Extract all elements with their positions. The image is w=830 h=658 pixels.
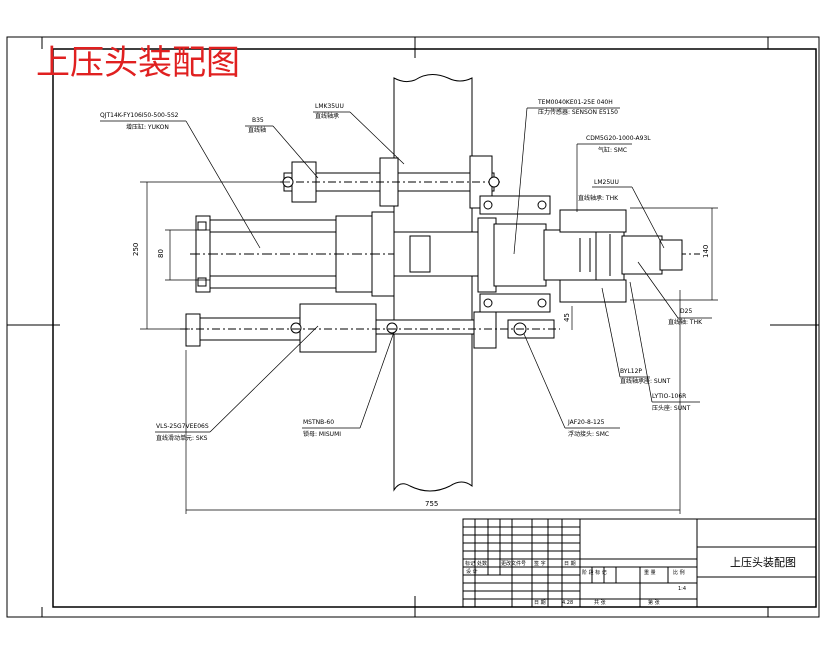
label-linear-bushing-model: BYL12P	[620, 368, 642, 375]
label-cyl-main-desc: 增压缸: YUKON	[126, 123, 169, 131]
title-block-drawing-title: 上压头装配图	[730, 556, 796, 569]
centering-marks	[7, 37, 819, 617]
annotation-labels: QJT14K-FY106I50-500-5S2 增压缸: YUKON B35 直…	[100, 99, 703, 442]
label-bearing-model: LMK35UU	[315, 103, 344, 110]
label-shaft-small-model: D25	[680, 308, 692, 315]
tb-row-label-4: 签 字	[534, 560, 546, 567]
label-rail-model: B35	[252, 117, 264, 124]
label-sensor-desc: 压力传感器: SENSON E5150	[538, 108, 618, 116]
sensor-flange	[479, 195, 627, 313]
outer-border	[6, 36, 820, 618]
label-nut-desc: 锁母: MISUMI	[303, 430, 341, 438]
label-guide-cyl-model: CDM5G20-1000-A93L	[586, 135, 651, 142]
tb-row-label-1: 标记	[465, 560, 475, 567]
dim-80: 80	[157, 249, 165, 258]
tb-date: 日 期	[534, 600, 546, 606]
tb-scale: 1:4	[678, 586, 686, 592]
top-guide-rod	[280, 155, 500, 209]
label-slide-model: VLS-25G7VEE06S	[156, 423, 209, 430]
tb-stage-1: 阶 段 标 记	[582, 569, 607, 576]
label-slide-desc: 直线滑动单元: SKS	[156, 434, 208, 442]
drawing-title: 上压头装配图	[36, 43, 240, 83]
tb-stage-3: 比 例	[673, 569, 685, 576]
dim-250: 250	[132, 243, 140, 256]
inner-border	[52, 48, 817, 608]
label-joint-desc: 浮动接头: SMC	[568, 430, 609, 438]
label-linear-bushing-desc: 直线轴承座: SUNT	[620, 377, 671, 385]
tb-design: 设 计	[466, 568, 478, 575]
label-clamp-model: LYTIO-106R	[652, 393, 686, 400]
label-bearing-desc: 直线轴承	[315, 112, 339, 120]
label-clamp-desc: 压头座: SUNT	[652, 404, 691, 412]
tb-date-val: 4.28	[562, 600, 573, 606]
dimension-lines	[140, 181, 718, 514]
lower-slide-unit	[180, 303, 560, 353]
label-sensor-model: TEM0040KE01-25E 040H	[537, 99, 613, 106]
leader-lines	[100, 107, 712, 433]
label-lm-bushing-model: LM25UU	[594, 179, 619, 186]
label-joint-model: JAF20-8-125	[567, 419, 605, 426]
label-nut-model: MSTNB-60	[303, 419, 334, 426]
label-cyl-main-model: QJT14K-FY106I50-500-5S2	[100, 112, 179, 119]
title-block: 上压头装配图 标记 处数 更改文件号 签 字 日 期 设 计 阶 段 标 记 重…	[462, 518, 817, 608]
tb-row-label-3: 更改文件号	[501, 560, 526, 567]
label-lm-bushing-desc: 直线轴承: THK	[578, 194, 619, 202]
dim-140: 140	[702, 245, 710, 258]
main-cylinder	[190, 211, 700, 297]
label-guide-cyl-desc: 气缸: SMC	[598, 146, 627, 154]
dim-45: 45	[563, 313, 571, 322]
piston-rod	[393, 217, 683, 293]
label-rail-desc: 直线轴	[248, 126, 266, 134]
tb-row-label-5: 日 期	[564, 561, 576, 567]
tb-stage-2: 重 量	[644, 569, 656, 576]
dim-755: 755	[425, 500, 438, 508]
mounting-plate	[393, 74, 473, 492]
tb-sheet-num: 第 张	[648, 599, 660, 606]
label-shaft-small-desc: 直线轴: THK	[668, 318, 703, 326]
tb-sheet-total: 共 张	[594, 599, 606, 606]
tb-row-label-2: 处数	[477, 560, 487, 567]
